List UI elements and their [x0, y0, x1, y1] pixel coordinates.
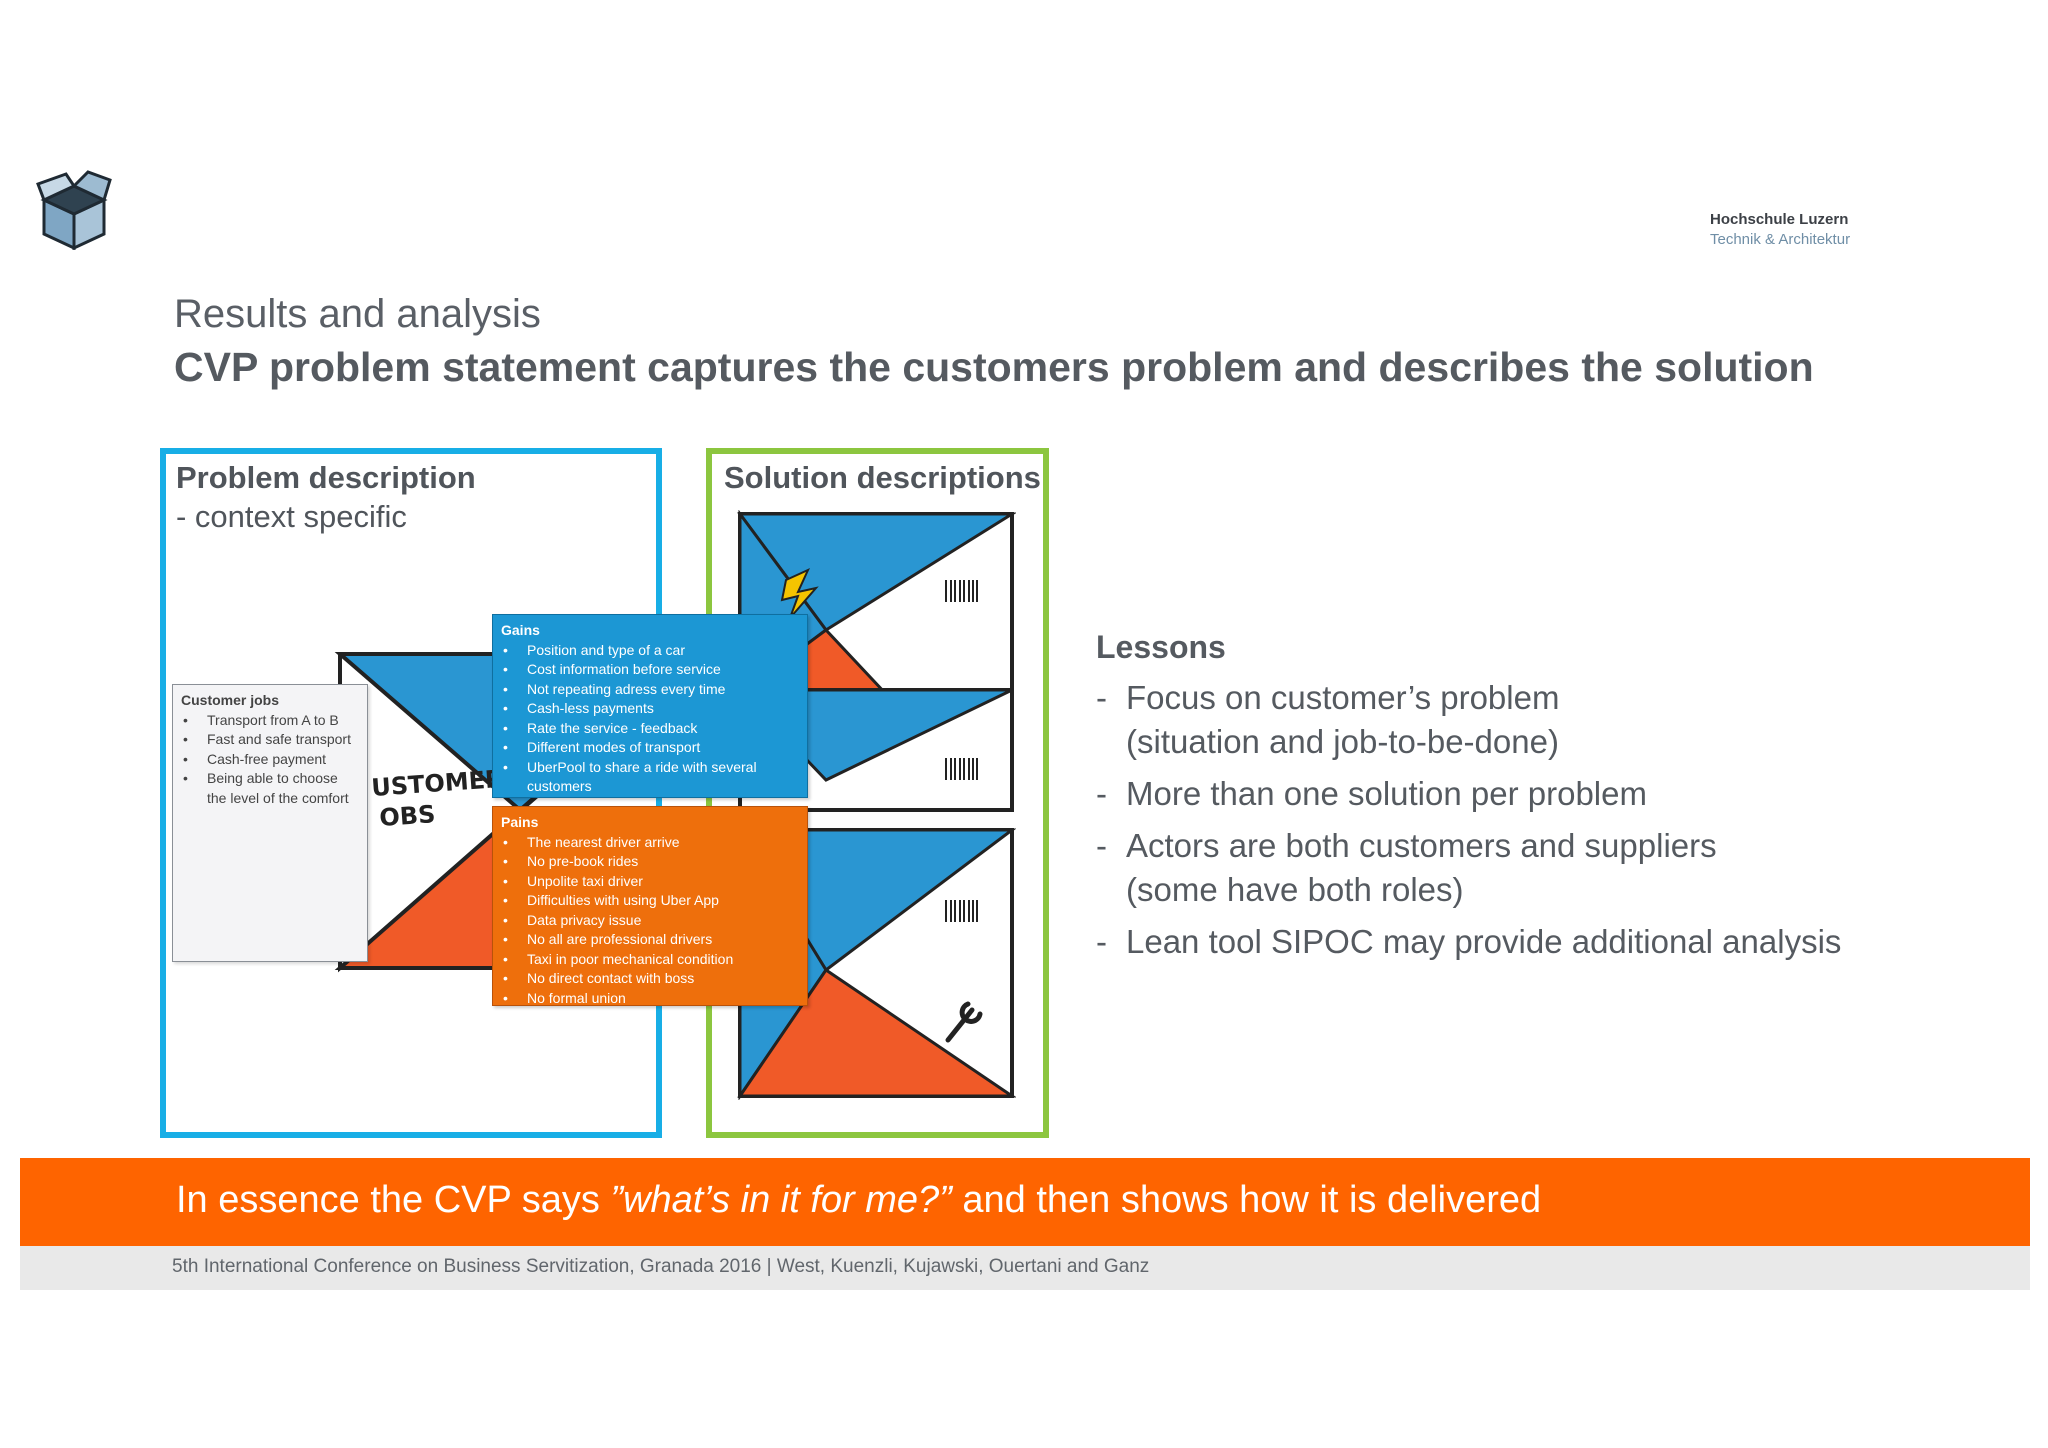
- barcode-icon: [945, 900, 978, 922]
- customer-jobs-sketch-label-2: OBS: [378, 800, 436, 832]
- list-item: Different modes of transport: [501, 738, 799, 758]
- slide-headline: CVP problem statement captures the custo…: [174, 344, 1814, 390]
- list-item: Difficulties with using Uber App: [501, 891, 799, 911]
- customer-jobs-note: Customer jobs Transport from A to B Fast…: [172, 684, 368, 962]
- list-item: Being able to choose the level of the co…: [181, 769, 359, 808]
- essence-statement: In essence the CVP says ”what’s in it fo…: [176, 1172, 1541, 1228]
- list-item: Taxi in poor mechanical condition: [501, 950, 799, 970]
- lesson-item: Actors are both customers and suppliers …: [1096, 824, 1996, 912]
- list-item: Fast and safe transport: [181, 730, 359, 750]
- list-item: Cash-free payment: [181, 750, 359, 770]
- list-item: Cash-less payments: [501, 699, 799, 719]
- footer-citation: 5th International Conference on Business…: [172, 1256, 1150, 1277]
- lesson-item: Focus on customer’s problem (situation a…: [1096, 676, 1996, 764]
- list-item: No formal union: [501, 989, 799, 1009]
- list-item: UberPool to share a ride with several cu…: [501, 758, 799, 797]
- section-title: Results and analysis: [174, 292, 541, 336]
- problem-panel-subtitle: - context specific: [176, 499, 407, 534]
- list-item: Position and type of a car: [501, 641, 799, 661]
- solution-panel-title: Solution descriptions: [724, 460, 1041, 495]
- lesson-item: Lean tool SIPOC may provide additional a…: [1096, 920, 1996, 964]
- pains-heading: Pains: [501, 814, 539, 830]
- barcode-icon: [945, 758, 978, 780]
- list-item: Not repeating adress every time: [501, 680, 799, 700]
- essence-suffix: and then shows how it is delivered: [951, 1179, 1542, 1221]
- customer-jobs-heading: Customer jobs: [181, 692, 280, 708]
- list-item: No all are professional drivers: [501, 930, 799, 950]
- essence-prefix: In essence the CVP says: [176, 1179, 611, 1221]
- essence-banner: [20, 1158, 2030, 1246]
- customer-jobs-list: Transport from A to B Fast and safe tran…: [181, 711, 359, 809]
- wrench-icon: [945, 1001, 983, 1043]
- essence-quote: ”what’s in it for me?”: [610, 1179, 952, 1221]
- list-item: No direct contact with boss: [501, 969, 799, 989]
- list-item: Unpolite taxi driver: [501, 872, 799, 892]
- problem-panel-title: Problem description: [176, 460, 476, 495]
- gains-list: Position and type of a car Cost informat…: [501, 641, 799, 797]
- box-logo-icon: [36, 170, 112, 250]
- list-item: Cost information before service: [501, 660, 799, 680]
- lessons-title: Lessons: [1096, 629, 1226, 665]
- value-map-sketches: [736, 510, 1016, 1100]
- lesson-item: More than one solution per problem: [1096, 772, 1996, 816]
- institution-department: Technik & Architektur: [1710, 231, 1851, 248]
- barcode-icon: [945, 580, 978, 602]
- list-item: Data privacy issue: [501, 911, 799, 931]
- lessons-list: Focus on customer’s problem (situation a…: [1096, 676, 1996, 972]
- pains-list: The nearest driver arrive No pre-book ri…: [501, 833, 799, 1009]
- pains-note: Pains The nearest driver arrive No pre-b…: [492, 806, 808, 1009]
- list-item: Transport from A to B: [181, 711, 359, 731]
- gains-heading: Gains: [501, 622, 540, 638]
- footer-bar: [20, 1246, 2030, 1290]
- gains-note: Gains Position and type of a car Cost in…: [492, 614, 808, 798]
- institution-name: Hochschule Luzern: [1710, 211, 1849, 228]
- list-item: The nearest driver arrive: [501, 833, 799, 853]
- list-item: Rate the service - feedback: [501, 719, 799, 739]
- list-item: No pre-book rides: [501, 852, 799, 872]
